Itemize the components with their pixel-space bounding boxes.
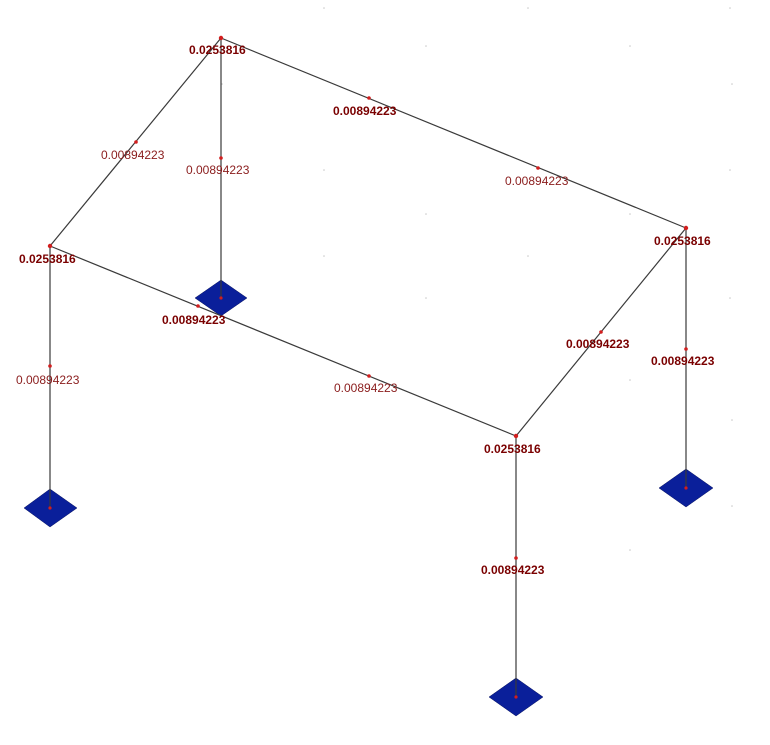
label-corner-right: 0.0253816	[654, 234, 711, 248]
node-mid-back-right	[367, 96, 371, 100]
members	[49, 37, 687, 697]
label-beam-back: 0.00894223	[333, 104, 397, 118]
background-grid	[221, 7, 733, 551]
node-mid-front-right	[599, 330, 603, 334]
label-column-right: 0.00894223	[651, 354, 715, 368]
label-beam-front: 0.00894223	[334, 381, 398, 395]
nodes	[47, 35, 689, 699]
node-top-back[interactable]	[218, 35, 224, 41]
label-column-left: 0.00894223	[16, 373, 80, 387]
label-beam-left: 0.00894223	[101, 148, 165, 162]
label-corner-front: 0.0253816	[484, 442, 541, 456]
label-column-front: 0.00894223	[481, 563, 545, 577]
label-beam-back-right: 0.00894223	[505, 174, 569, 188]
node-base-front	[514, 695, 518, 699]
node-right[interactable]	[683, 225, 689, 231]
label-corner-top-left: 0.0253816	[189, 43, 246, 57]
label-beam-right: 0.00894223	[566, 337, 630, 351]
node-base-right	[684, 486, 688, 490]
node-mid-back-left	[134, 140, 138, 144]
node-mid-back-right-2	[536, 166, 540, 170]
beam-front-left[interactable]	[49, 245, 517, 437]
label-column-back: 0.00894223	[186, 163, 250, 177]
label-corner-left: 0.0253816	[19, 252, 76, 266]
node-mid-front-left	[196, 304, 200, 308]
node-mid-front-left-2	[367, 374, 371, 378]
node-mid-column-right	[684, 347, 688, 351]
node-base-left	[48, 506, 52, 510]
value-labels: 0.0253816 0.0253816 0.0253816 0.0253816 …	[16, 43, 715, 577]
node-left[interactable]	[47, 243, 53, 249]
node-base-back	[219, 296, 223, 300]
node-mid-column-left	[48, 364, 52, 368]
label-beam-front-left: 0.00894223	[162, 313, 226, 327]
node-front[interactable]	[513, 433, 519, 439]
beam-back-right[interactable]	[220, 37, 687, 229]
node-mid-column-back	[219, 156, 223, 160]
node-mid-column-front	[514, 556, 518, 560]
